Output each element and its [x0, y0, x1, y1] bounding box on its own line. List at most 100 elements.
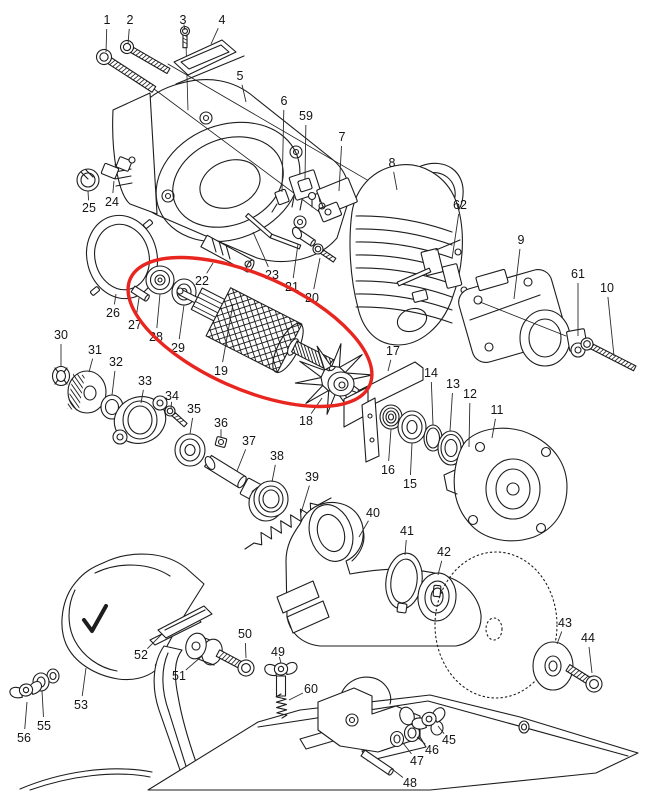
leader-line-34 — [170, 401, 172, 410]
part-number-32: 32 — [109, 355, 123, 369]
part-number-27: 27 — [128, 318, 142, 332]
part-number-4: 4 — [219, 13, 226, 27]
leader-line-3 — [183, 24, 186, 31]
part-number-9: 9 — [518, 233, 525, 247]
part-number-52: 52 — [134, 648, 148, 662]
part-number-61: 61 — [571, 267, 585, 281]
leader-line-24 — [112, 180, 115, 194]
part-number-41: 41 — [400, 524, 414, 538]
part-number-15: 15 — [403, 477, 417, 491]
leader-line-11 — [491, 418, 496, 439]
part-number-1: 1 — [104, 13, 111, 27]
part-number-13: 13 — [446, 377, 460, 391]
spring-60 — [275, 693, 288, 719]
screw-20 — [312, 243, 337, 263]
part-number-25: 25 — [82, 201, 96, 215]
leader-line-42 — [437, 560, 443, 576]
screw-50 — [215, 649, 255, 677]
part-number-14: 14 — [424, 366, 438, 380]
leader-line-59 — [304, 124, 307, 180]
part-number-3: 3 — [180, 13, 187, 27]
leader-line-20 — [313, 257, 321, 290]
part-number-53: 53 — [74, 698, 88, 712]
roller-51 — [185, 632, 223, 666]
leader-line-23 — [252, 231, 269, 267]
part-number-40: 40 — [366, 506, 380, 520]
leader-line-13 — [449, 392, 453, 432]
leader-line-14 — [430, 381, 434, 426]
bearing-16 — [379, 404, 403, 430]
part-number-19: 19 — [214, 364, 228, 378]
screw-10 — [479, 301, 637, 372]
pin-27 — [130, 285, 150, 302]
leader-line-26 — [113, 293, 117, 305]
leader-line-48 — [391, 768, 404, 778]
bolt-44 — [565, 664, 603, 693]
leader-line-33 — [140, 389, 144, 404]
part-number-5: 5 — [237, 69, 244, 83]
cap-25 — [76, 168, 100, 192]
part-number-50: 50 — [238, 627, 252, 641]
part-number-6: 6 — [281, 94, 288, 108]
clip-6 — [271, 188, 290, 213]
part-number-44: 44 — [581, 631, 595, 645]
leader-line-21 — [292, 243, 299, 279]
leader-line-4 — [210, 27, 219, 45]
bolt-1 — [95, 48, 157, 93]
leader-line-62 — [451, 213, 460, 260]
leader-line-9 — [513, 248, 521, 300]
motor-housing — [112, 55, 350, 262]
rod-48 — [360, 749, 394, 776]
wing-bolt-49 — [264, 661, 298, 697]
washer-47 — [389, 730, 405, 748]
part-number-45: 45 — [442, 733, 456, 747]
wire-holder-23 — [245, 212, 302, 250]
leader-line-46 — [416, 736, 426, 745]
baffle-ring-26 — [86, 214, 158, 300]
part-number-35: 35 — [187, 402, 201, 416]
part-number-48: 48 — [403, 776, 417, 790]
leader-line-5 — [241, 84, 247, 103]
plate-4 — [173, 39, 237, 76]
leader-line-8 — [393, 171, 398, 191]
sleeve-21 — [291, 226, 316, 247]
brush-holder-62 — [396, 239, 468, 303]
leader-line-7 — [338, 145, 342, 192]
leader-line-17 — [387, 359, 392, 372]
part-number-59: 59 — [299, 109, 313, 123]
part-number-46: 46 — [425, 743, 439, 757]
part-number-10: 10 — [600, 281, 614, 295]
leader-line-45 — [437, 725, 445, 734]
leader-line-12 — [468, 402, 471, 448]
leader-line-51 — [185, 655, 203, 671]
leader-line-32 — [111, 370, 116, 396]
bearing-35 — [174, 433, 206, 467]
bearing-retainer-33 — [112, 395, 168, 445]
leader-line-47 — [402, 742, 412, 755]
leader-line-40 — [358, 520, 369, 538]
stator-9 — [458, 268, 571, 367]
part-number-43: 43 — [558, 616, 572, 630]
safety-cover-40 — [276, 501, 482, 647]
part-number-17: 17 — [386, 344, 400, 358]
part-number-37: 37 — [242, 434, 256, 448]
armature-19 — [176, 287, 338, 374]
leader-line-22 — [206, 262, 214, 274]
part-number-60: 60 — [304, 682, 318, 696]
leader-line-43 — [556, 631, 563, 645]
part-number-49: 49 — [271, 645, 285, 659]
leader-line-37 — [236, 449, 247, 472]
leader-line-15 — [409, 442, 413, 476]
part-number-39: 39 — [305, 470, 319, 484]
boot-22 — [200, 234, 255, 273]
part-number-16: 16 — [381, 463, 395, 477]
wing-nut-45 — [411, 707, 446, 736]
part-number-11: 11 — [491, 403, 504, 417]
part-number-34: 34 — [165, 389, 179, 403]
part-number-55: 55 — [37, 719, 51, 733]
ring-set-38 — [248, 480, 289, 522]
screw-3 — [179, 25, 191, 49]
gear-housing-11 — [443, 427, 568, 542]
